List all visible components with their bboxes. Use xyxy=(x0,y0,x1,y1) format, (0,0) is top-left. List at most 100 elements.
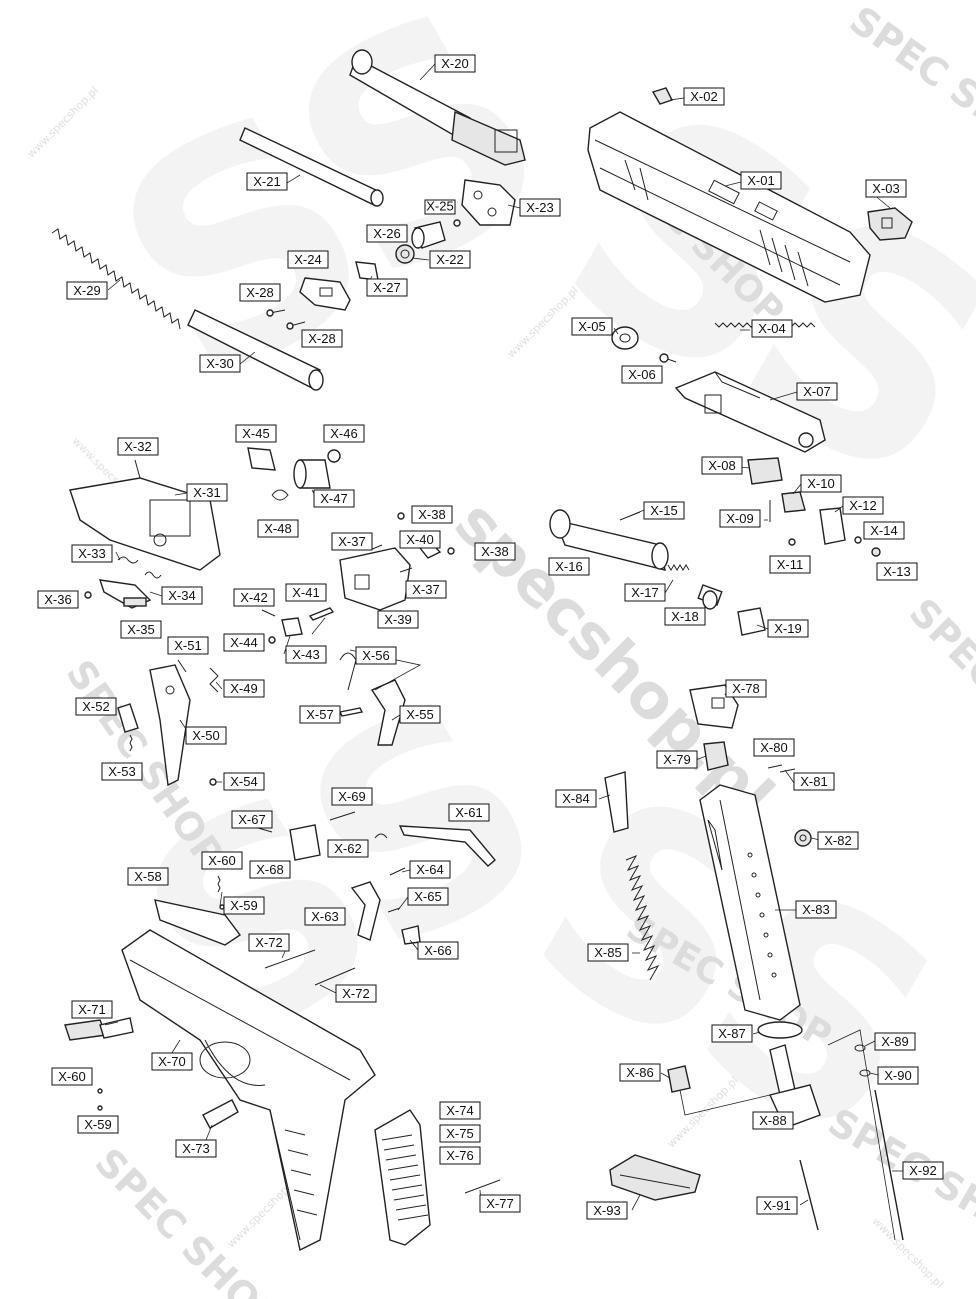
part-label-text: X-11 xyxy=(777,557,804,572)
part-label: X-18 xyxy=(664,607,706,626)
part-label-text: X-12 xyxy=(849,498,876,513)
part-label-box xyxy=(876,562,918,581)
locking-block-part xyxy=(299,277,351,311)
part-label-text: X-62 xyxy=(334,841,361,856)
inner-barrel-part xyxy=(239,127,384,207)
part-label: X-20 xyxy=(434,54,476,73)
part-label-text: X-35 xyxy=(127,622,154,637)
part-label-box xyxy=(331,787,373,806)
part-label-text: X-04 xyxy=(758,321,785,336)
outer-barrel-part xyxy=(349,49,526,166)
part-label-text: X-54 xyxy=(230,774,257,789)
part-label-box xyxy=(399,530,441,549)
pin-part xyxy=(219,904,225,910)
part-label-text: X-06 xyxy=(628,367,655,382)
part-label-box xyxy=(555,789,597,808)
valve-knocker-housing-part xyxy=(339,547,411,611)
part-label-box xyxy=(117,437,159,456)
part-label-text: X-13 xyxy=(883,564,910,579)
part-label: X-85 xyxy=(587,943,629,962)
part-label: X-48 xyxy=(257,519,299,538)
part-label-box xyxy=(664,607,706,626)
part-label: X-57 xyxy=(299,705,341,724)
part-label-text: X-23 xyxy=(526,200,553,215)
part-label-box xyxy=(795,900,837,919)
part-label-text: X-38 xyxy=(481,544,508,559)
part-label-text: X-63 xyxy=(311,909,338,924)
part-label: X-37 xyxy=(405,580,447,599)
part-label-box xyxy=(519,198,561,217)
part-labels: X-01X-02X-03X-04X-05X-06X-07X-08X-09X-10… xyxy=(37,54,944,1220)
hop-up-chamber-part xyxy=(461,179,516,226)
small-screw-part xyxy=(871,547,881,557)
part-label: X-26 xyxy=(366,224,408,243)
nozzle-stopper-part xyxy=(737,607,766,636)
part-label: X-08 xyxy=(701,456,743,475)
screw-part xyxy=(447,547,455,555)
part-label: X-92 xyxy=(902,1161,944,1180)
part-label-text: X-37 xyxy=(338,534,365,549)
part-label: X-44 xyxy=(223,633,265,652)
part-label-text: X-65 xyxy=(414,889,441,904)
spring-part xyxy=(217,875,221,893)
nozzle-return-spring-part xyxy=(667,564,690,571)
part-label-text: X-40 xyxy=(406,532,433,547)
part-label-text: X-25 xyxy=(426,199,453,214)
watermark-logo: SS xyxy=(63,0,600,452)
pin-part xyxy=(314,967,356,986)
hop-wheel-part xyxy=(395,244,415,264)
part-label: X-10 xyxy=(800,474,842,493)
part-label-box xyxy=(796,382,838,401)
frame-part xyxy=(121,929,376,1252)
part-label-text: X-21 xyxy=(253,174,280,189)
part-label: X-35 xyxy=(120,620,162,639)
pin-part xyxy=(264,949,316,969)
part-label: X-93 xyxy=(586,1201,628,1220)
magazine-baseplate-part xyxy=(609,1154,701,1201)
part-label: X-68 xyxy=(249,860,291,879)
nozzle-valve-part xyxy=(697,584,723,610)
part-label-text: X-72 xyxy=(342,986,369,1001)
part-label: X-69 xyxy=(331,787,373,806)
part-label-text: X-02 xyxy=(690,89,717,104)
part-label: X-38 xyxy=(474,542,516,561)
part-label: X-07 xyxy=(796,382,838,401)
part-label-text: X-19 xyxy=(774,621,801,636)
part-label: X-91 xyxy=(756,1196,798,1215)
part-label-box xyxy=(366,278,408,297)
slide-stop-plate-part xyxy=(154,899,242,946)
part-label-text: X-68 xyxy=(256,862,283,877)
o-ring-part xyxy=(854,1044,866,1052)
part-label-text: X-44 xyxy=(230,635,257,650)
part-label-text: X-47 xyxy=(320,491,347,506)
part-label-text: X-01 xyxy=(747,173,774,188)
guide-rod-part xyxy=(187,309,324,391)
trigger-part xyxy=(370,679,406,746)
spring-part xyxy=(144,571,162,579)
part-label: X-27 xyxy=(366,278,408,297)
part-label-text: X-85 xyxy=(594,945,621,960)
part-label: X-17 xyxy=(624,583,666,602)
part-label: X-86 xyxy=(619,1063,661,1082)
part-label-box xyxy=(120,620,162,639)
trigger-bar-link-part xyxy=(398,825,496,867)
part-label-box xyxy=(313,489,355,508)
part-label-box xyxy=(865,179,907,198)
part-label-box xyxy=(683,87,725,106)
part-label-box xyxy=(223,633,265,652)
part-label: X-74 xyxy=(439,1101,481,1120)
part-label: X-87 xyxy=(711,1024,753,1043)
spring-part xyxy=(261,609,276,617)
part-label-text: X-05 xyxy=(578,319,605,334)
part-label-text: X-08 xyxy=(708,458,735,473)
part-label-box xyxy=(175,1139,217,1158)
part-label: X-58 xyxy=(127,867,169,886)
part-label-box xyxy=(621,365,663,384)
part-label-box xyxy=(571,317,613,336)
part-label-text: X-86 xyxy=(626,1065,653,1080)
part-label-box xyxy=(548,557,590,576)
part-label: X-36 xyxy=(37,590,79,609)
part-label: X-90 xyxy=(877,1066,919,1085)
part-label-box xyxy=(223,679,265,698)
hop-rubber-part xyxy=(411,221,446,249)
